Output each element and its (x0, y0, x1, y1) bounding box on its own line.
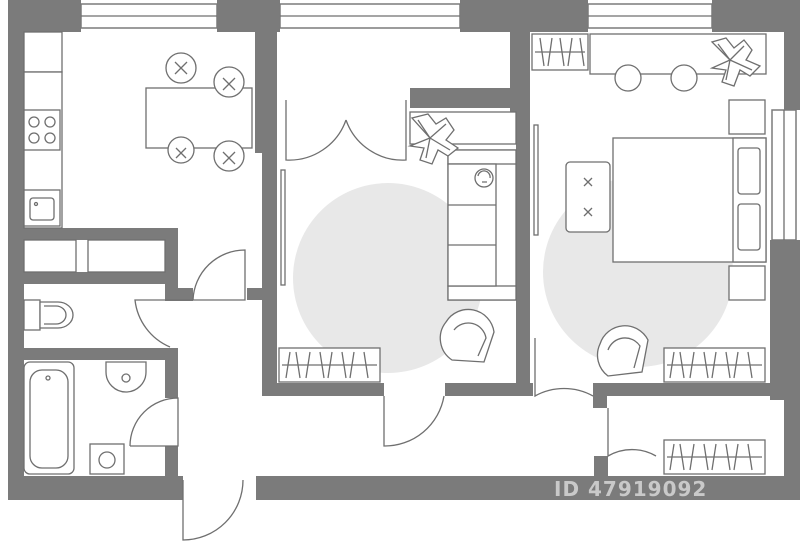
windows (80, 3, 797, 241)
chair-icon (165, 52, 245, 172)
armchair-icon (439, 308, 495, 363)
hall-wardrobe (663, 439, 766, 475)
interior-walls (22, 28, 784, 480)
washbasin-icon (105, 361, 147, 393)
washing-machine-icon (89, 443, 125, 475)
plant-icon (407, 113, 460, 165)
toilet-icon (23, 299, 74, 331)
living-room-rug (293, 183, 483, 373)
stove-icon (28, 116, 56, 144)
plant-icon (709, 37, 762, 87)
exterior-walls (8, 0, 800, 500)
bedroom (531, 33, 767, 383)
kitchen (23, 31, 253, 273)
cat-icon (474, 168, 494, 188)
watermark: ID 47919092 (554, 477, 707, 501)
coffee-table (565, 161, 611, 233)
bathroom (23, 361, 147, 475)
sliding-doors (280, 124, 539, 286)
armchair-icon (596, 325, 649, 377)
wardrobe (278, 347, 381, 383)
doors (129, 100, 657, 541)
living-room (278, 111, 517, 383)
dining-table (145, 87, 253, 149)
sink-icon (29, 197, 55, 221)
bedroom-wardrobe (663, 347, 766, 383)
bedroom-shelf (531, 33, 589, 71)
